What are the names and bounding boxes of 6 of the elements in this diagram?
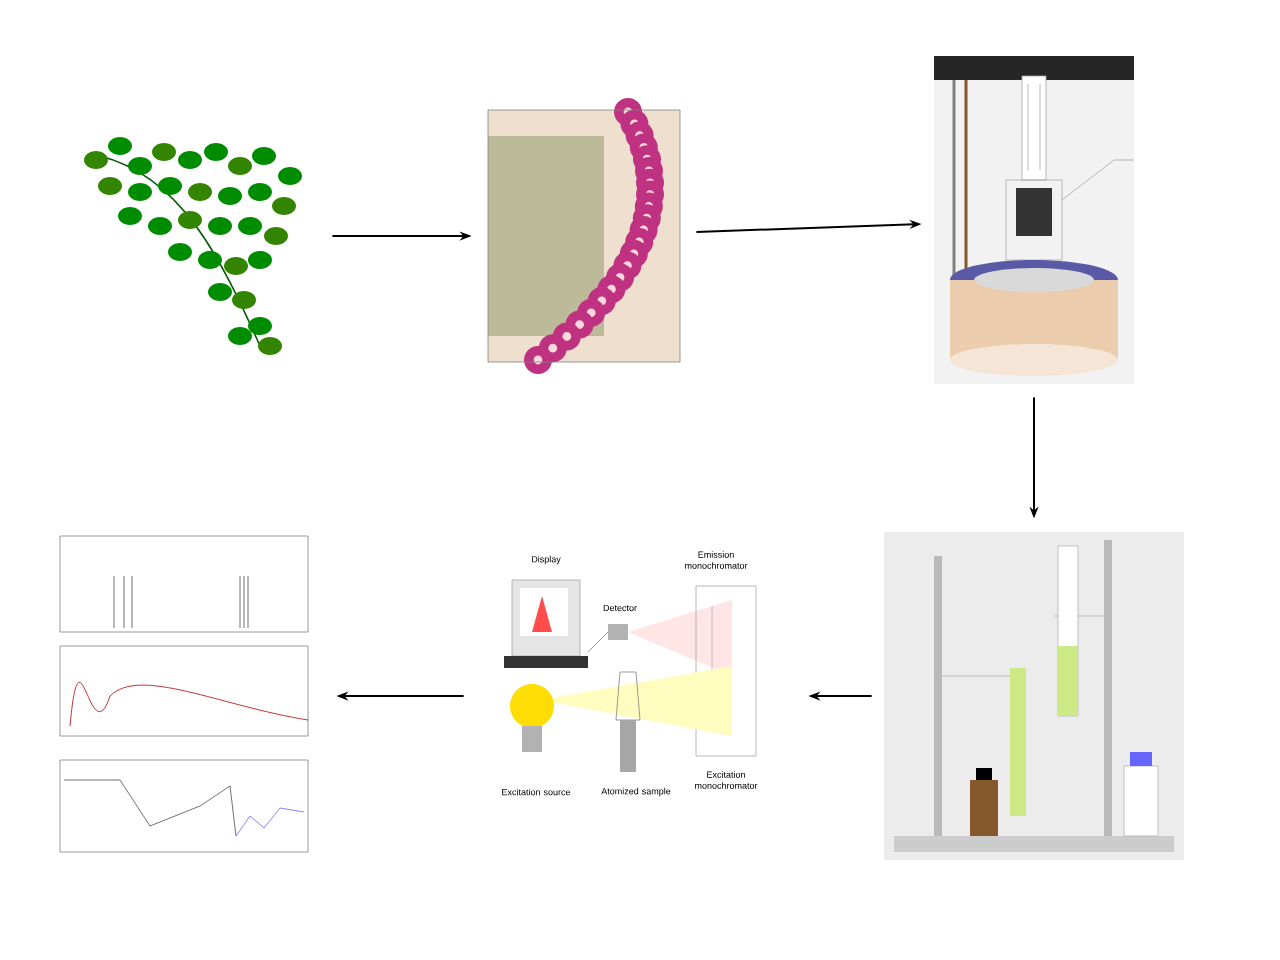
extraction-apparatus-drawing	[934, 56, 1135, 384]
spectrometer-drawing	[504, 579, 757, 772]
column-apparatus-drawing	[884, 532, 1184, 860]
spectra-drawing	[59, 535, 309, 853]
micrograph-drawing	[487, 98, 681, 374]
plant-drawing	[84, 137, 302, 355]
